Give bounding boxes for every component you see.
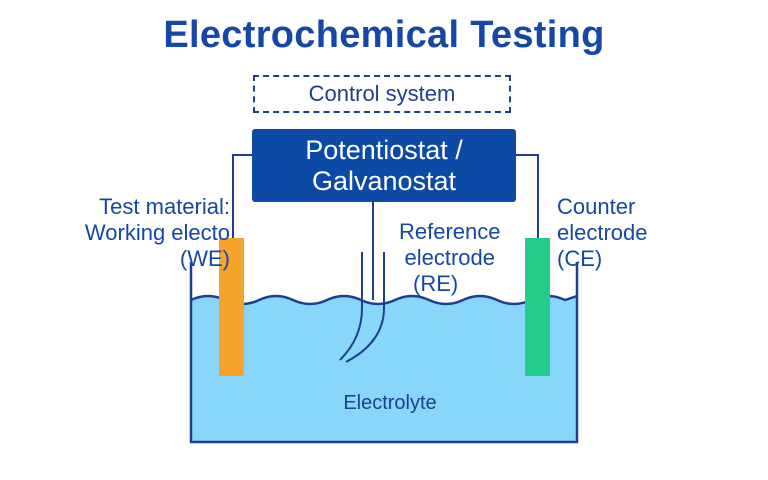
potentiostat-box: Potentiostat / Galvanostat (252, 129, 516, 202)
counter-electrode-rod (525, 238, 550, 376)
working-electrode-rod (219, 238, 244, 376)
counter-electrode-label-line3: (CE) (557, 246, 603, 271)
potentiostat-label-line2: Galvanostat (311, 165, 457, 196)
counter-electrode-label: Counter electrode (CE) (557, 194, 648, 272)
wire-counter-electrode (516, 154, 539, 240)
beaker (189, 262, 579, 444)
control-system-label: Control system (308, 81, 456, 106)
control-system-box: Control system (253, 75, 511, 113)
reference-electrode-label: Reference electrode (RE) (399, 219, 501, 297)
counter-electrode-label-line2: electrode (557, 220, 648, 245)
electrolyte-liquid (191, 296, 577, 442)
counter-electrode-label-line1: Counter (557, 194, 636, 219)
diagram-title: Electrochemical Testing (163, 14, 605, 56)
reference-electrode (339, 252, 385, 363)
potentiostat-label-line1: Potentiostat / (305, 134, 463, 165)
electrolyte-surface (190, 294, 578, 306)
electrolyte-label: Electrolyte (343, 392, 437, 414)
working-electrode-label: Test material: Working electo (WE) (85, 194, 230, 272)
working-electrode-label-line2: Working electo (84, 220, 230, 245)
reference-electrode-label-line1: Reference (399, 219, 501, 244)
reference-electrode-label-line2: electrode (404, 245, 496, 270)
wire-working-electrode (232, 154, 252, 240)
reference-electrode-label-line3: (RE) (413, 271, 459, 296)
working-electrode-label-line1: Test material: (99, 194, 230, 219)
working-electrode-label-line3: (WE) (179, 246, 230, 271)
